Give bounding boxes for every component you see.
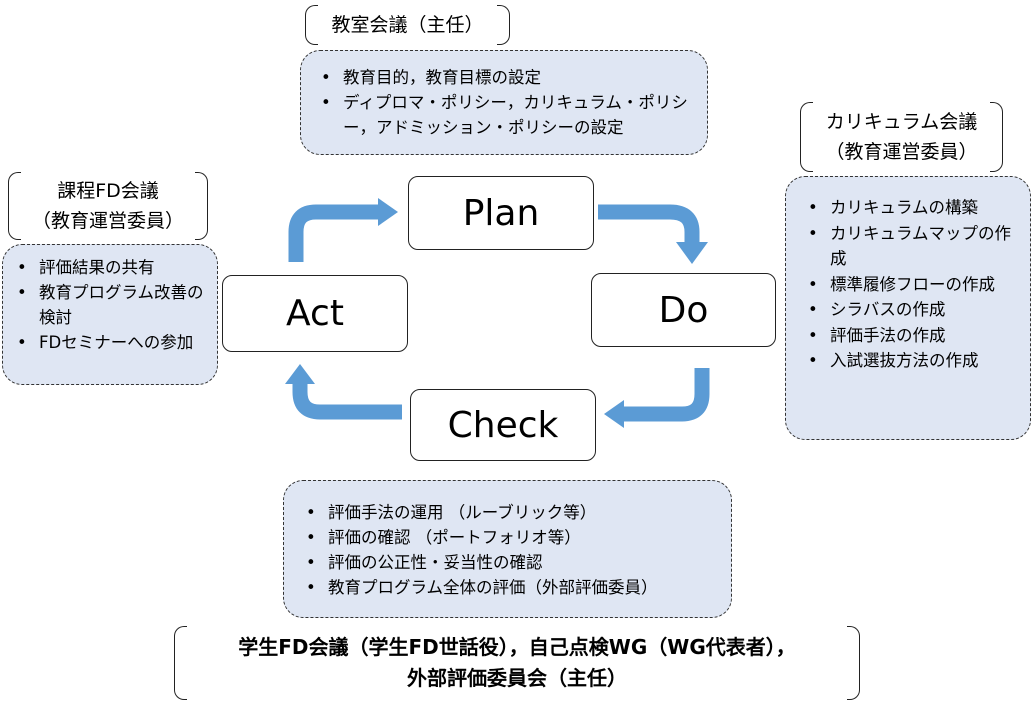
arrow-act-to-plan-head — [378, 198, 398, 226]
list-item: シラバスの作成 — [798, 297, 1022, 323]
list-item: 標準履修フローの作成 — [798, 272, 1022, 298]
plan-committee-label: 教室会議（主任） — [331, 14, 484, 36]
act-label: Act — [286, 293, 344, 334]
do-committee-title: カリキュラム会議 （教育運営委員） — [800, 102, 1003, 172]
do-box: Do — [591, 273, 776, 347]
act-box: Act — [222, 275, 408, 352]
list-item: 教育プログラム改善の検討 — [7, 280, 209, 330]
check-committee-label-1: 学生FD会議（学生FD世話役），自己点検WG（WG代表者）， — [238, 635, 796, 659]
plan-items-box: 教育目的，教育目標の設定 ディプロマ・ポリシー，カリキュラム・ポリシー，アドミッ… — [300, 50, 708, 155]
act-committee-title: 課程FD会議 （教育運営委員） — [8, 172, 208, 240]
arrow-act-to-plan — [288, 204, 380, 262]
check-committee-label-2: 外部評価委員会（主任） — [406, 666, 627, 690]
list-item: 入試選抜方法の作成 — [798, 348, 1022, 374]
arrow-check-to-act — [292, 384, 402, 420]
list-item: 評価の公正性・妥当性の確認 — [296, 550, 723, 575]
list-item: ディプロマ・ポリシー，カリキュラム・ポリシー，アドミッション・ポリシーの設定 — [311, 90, 693, 140]
arrow-do-to-check-head — [604, 400, 624, 428]
list-item: 評価の確認 （ポートフォリオ等） — [296, 525, 723, 550]
act-committee-label-2: （教育運営委員） — [31, 210, 184, 232]
list-item: 評価結果の共有 — [7, 255, 209, 280]
do-label: Do — [658, 289, 709, 331]
list-item: カリキュラムマップの作成 — [798, 221, 1022, 272]
act-committee-label-1: 課程FD会議 — [57, 180, 159, 202]
do-items-box: カリキュラムの構築 カリキュラムマップの作成 標準履修フローの作成 シラバスの作… — [785, 176, 1031, 440]
check-label: Check — [447, 404, 559, 446]
list-item: 教育プログラム全体の評価（外部評価委員） — [296, 575, 723, 600]
list-item: 評価手法の運用 （ルーブリック等） — [296, 500, 723, 525]
do-committee-label-1: カリキュラム会議 — [825, 111, 978, 133]
do-committee-label-2: （教育運営委員） — [825, 141, 978, 163]
check-committee-title: 学生FD会議（学生FD世話役），自己点検WG（WG代表者）， 外部評価委員会（主… — [174, 626, 860, 700]
act-items-box: 評価結果の共有 教育プログラム改善の検討 FDセミナーへの参加 — [2, 244, 218, 385]
list-item: FDセミナーへの参加 — [7, 330, 209, 355]
arrow-check-to-act-head — [285, 364, 315, 384]
arrow-plan-to-do — [598, 204, 700, 244]
list-item: カリキュラムの構築 — [798, 195, 1022, 221]
plan-box: Plan — [408, 176, 594, 250]
arrow-plan-to-do-head — [676, 242, 708, 264]
plan-label: Plan — [462, 192, 540, 234]
list-item: 教育目的，教育目標の設定 — [311, 65, 693, 90]
check-box: Check — [410, 389, 596, 461]
plan-committee-title: 教室会議（主任） — [305, 5, 510, 45]
arrow-do-to-check — [622, 368, 710, 422]
list-item: 評価手法の作成 — [798, 323, 1022, 349]
check-items-box: 評価手法の運用 （ルーブリック等） 評価の確認 （ポートフォリオ等） 評価の公正… — [283, 480, 732, 618]
